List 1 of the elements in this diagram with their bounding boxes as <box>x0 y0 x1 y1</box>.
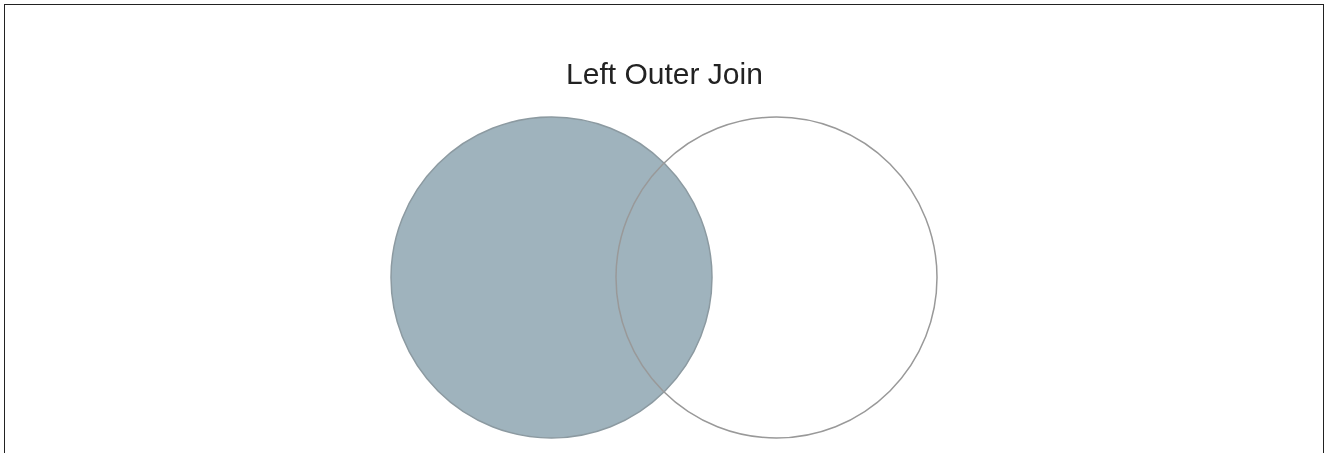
title: Left Outer Join <box>565 56 764 92</box>
